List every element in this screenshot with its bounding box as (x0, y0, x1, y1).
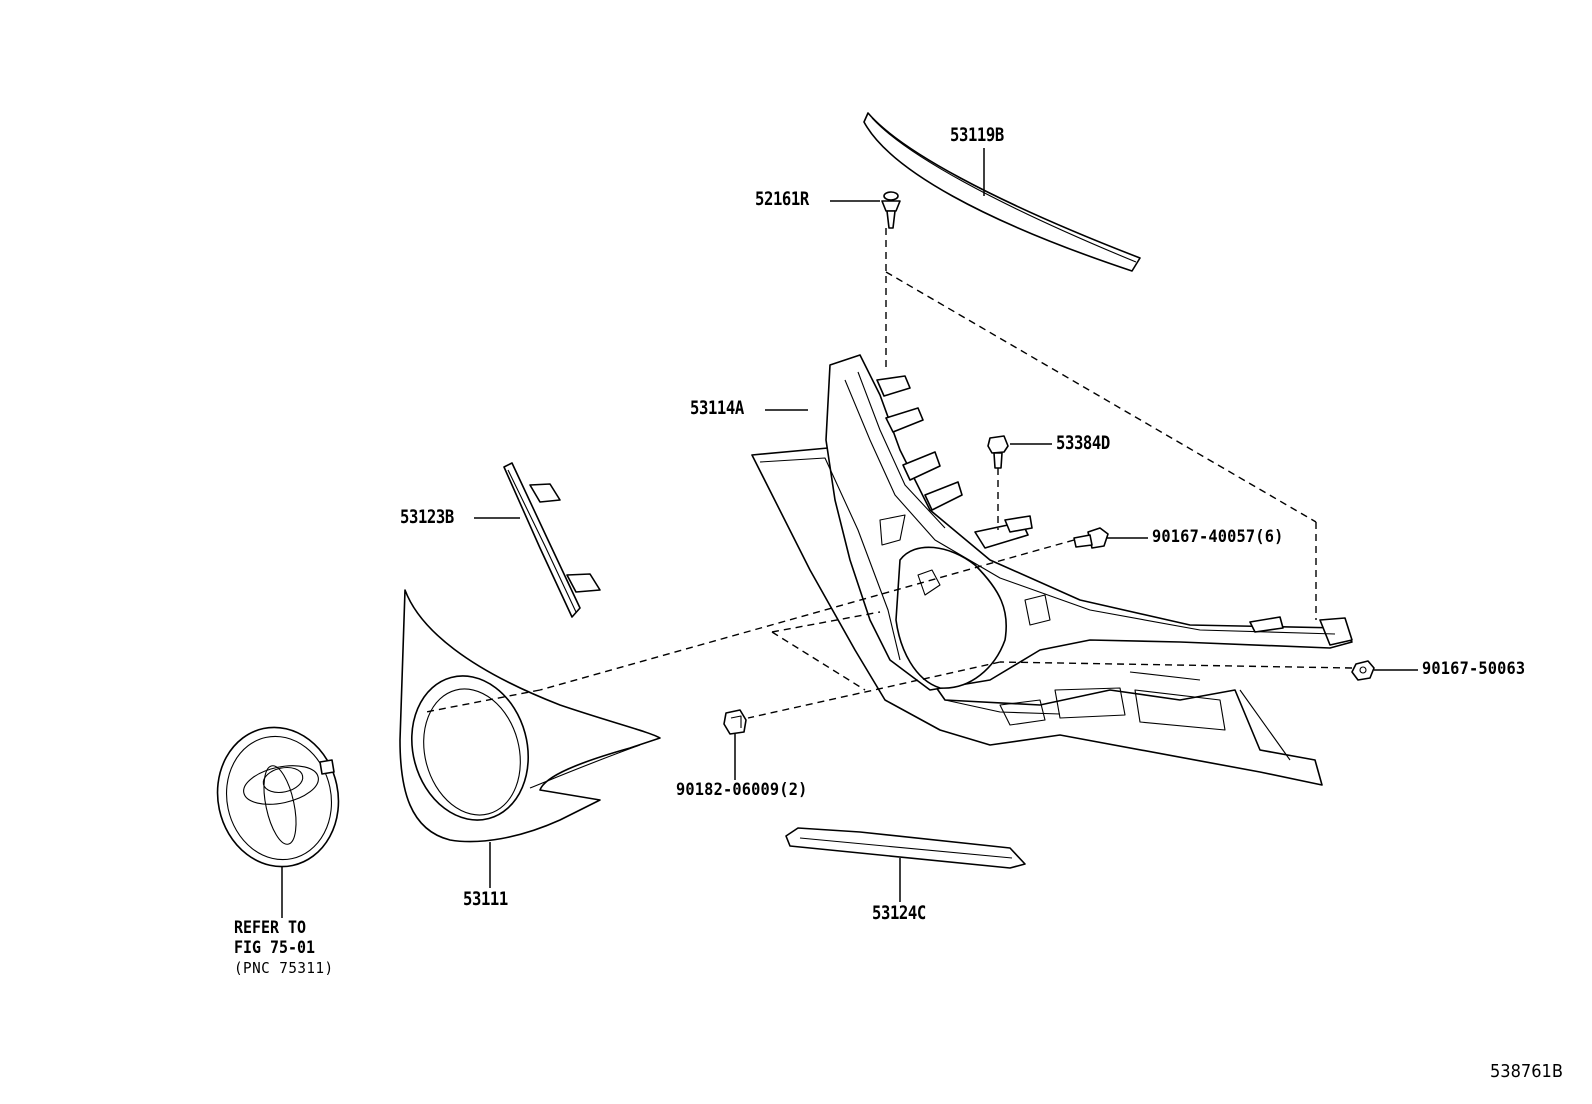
side-strip-part[interactable] (503, 462, 601, 618)
fog-bezel-53111-part[interactable] (396, 589, 661, 843)
clip-52161R-part[interactable] (881, 191, 901, 229)
figure-id: 538761B (1490, 1061, 1563, 1082)
part-label-90167-50063[interactable]: 90167-50063 (1422, 659, 1526, 679)
part-label-90167-40057[interactable]: 90167-40057(6) (1152, 527, 1284, 547)
assembly-lines (425, 228, 1353, 719)
emblem-part[interactable] (205, 716, 351, 878)
part-label-53111[interactable]: 53111 (463, 888, 508, 910)
lower-strip-part[interactable] (785, 827, 1026, 869)
upper-molding-part[interactable] (863, 112, 1141, 272)
leader-lines (281, 148, 1418, 918)
grille-body-part[interactable] (751, 354, 1353, 786)
part-label-53119B[interactable]: 53119B (950, 124, 1004, 146)
screw-53384D-part[interactable] (987, 435, 1009, 469)
screw-90167-40057-part[interactable] (1073, 527, 1109, 549)
part-label-53384D[interactable]: 53384D (1056, 432, 1110, 454)
nut-90167-50063-part[interactable] (1351, 660, 1375, 681)
reference-note-line3: (PNC 75311) (234, 959, 334, 977)
reference-note-line2[interactable]: FIG 75-01 (234, 938, 316, 958)
reference-note-line1: REFER TO (234, 918, 307, 938)
part-label-53123B[interactable]: 53123B (400, 506, 454, 528)
part-label-53124C[interactable]: 53124C (872, 902, 926, 924)
part-label-90182-06009[interactable]: 90182-06009(2) (676, 780, 808, 800)
part-label-52161R[interactable]: 52161R (755, 188, 809, 210)
nut-90182-06009-part[interactable] (723, 709, 747, 735)
part-label-53114A[interactable]: 53114A (690, 397, 744, 419)
